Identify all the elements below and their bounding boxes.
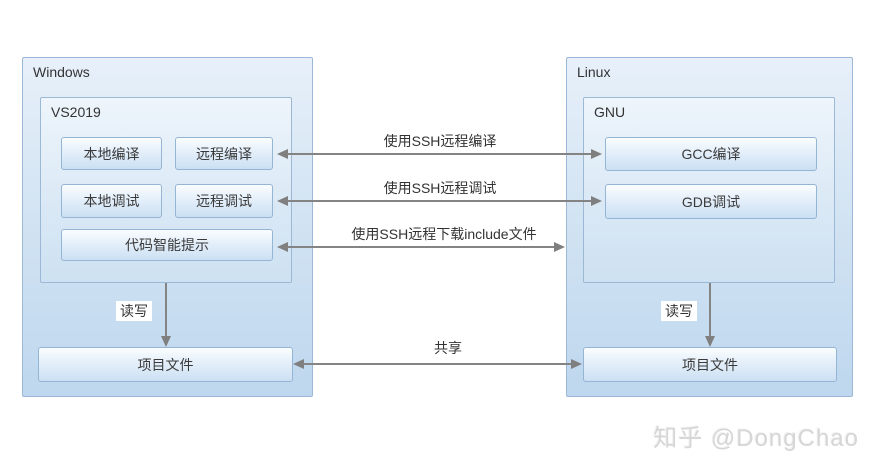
linux-panel-title: Linux bbox=[577, 64, 611, 80]
node-remote-compile: 远程编译 bbox=[175, 137, 273, 170]
vs2019-box-title: VS2019 bbox=[51, 104, 101, 120]
arrowhead-left-icon bbox=[293, 359, 304, 369]
arrow-line bbox=[165, 283, 167, 337]
arrowhead-left-icon bbox=[277, 242, 288, 252]
node-project-files-left: 项目文件 bbox=[38, 347, 293, 382]
node-gdb-debug: GDB调试 bbox=[605, 184, 817, 219]
arrow-line bbox=[287, 153, 593, 155]
arrow-line bbox=[287, 246, 556, 248]
node-local-compile: 本地编译 bbox=[61, 137, 162, 170]
arrowhead-right-icon bbox=[591, 196, 602, 206]
zhihu-watermark: 知乎 @DongChao bbox=[653, 425, 859, 452]
arrowhead-down-icon bbox=[705, 336, 715, 347]
arrow-label-rw-left: 读写 bbox=[116, 301, 152, 321]
arrowhead-right-icon bbox=[554, 242, 565, 252]
arrowhead-right-icon bbox=[591, 149, 602, 159]
arrow-label-ssh-compile: 使用SSH远程编译 bbox=[379, 131, 501, 151]
arrow-line bbox=[303, 363, 573, 365]
node-remote-debug: 远程调试 bbox=[175, 184, 273, 218]
arrow-line bbox=[287, 200, 593, 202]
arrow-line bbox=[709, 283, 711, 337]
arrow-label-share: 共享 bbox=[430, 338, 466, 358]
windows-panel-title: Windows bbox=[33, 64, 90, 80]
node-local-debug: 本地调试 bbox=[61, 184, 162, 218]
arrow-label-ssh-include: 使用SSH远程下载include文件 bbox=[347, 224, 541, 244]
node-gcc-compile: GCC编译 bbox=[605, 137, 817, 171]
arrowhead-left-icon bbox=[277, 149, 288, 159]
arrow-label-rw-right: 读写 bbox=[661, 301, 697, 321]
arrow-label-ssh-debug: 使用SSH远程调试 bbox=[379, 178, 501, 198]
node-project-files-right: 项目文件 bbox=[583, 347, 837, 382]
arrowhead-down-icon bbox=[161, 336, 171, 347]
gnu-box-title: GNU bbox=[594, 104, 626, 120]
node-code-intellisense: 代码智能提示 bbox=[61, 229, 273, 261]
arrowhead-right-icon bbox=[571, 359, 582, 369]
arrowhead-left-icon bbox=[277, 196, 288, 206]
